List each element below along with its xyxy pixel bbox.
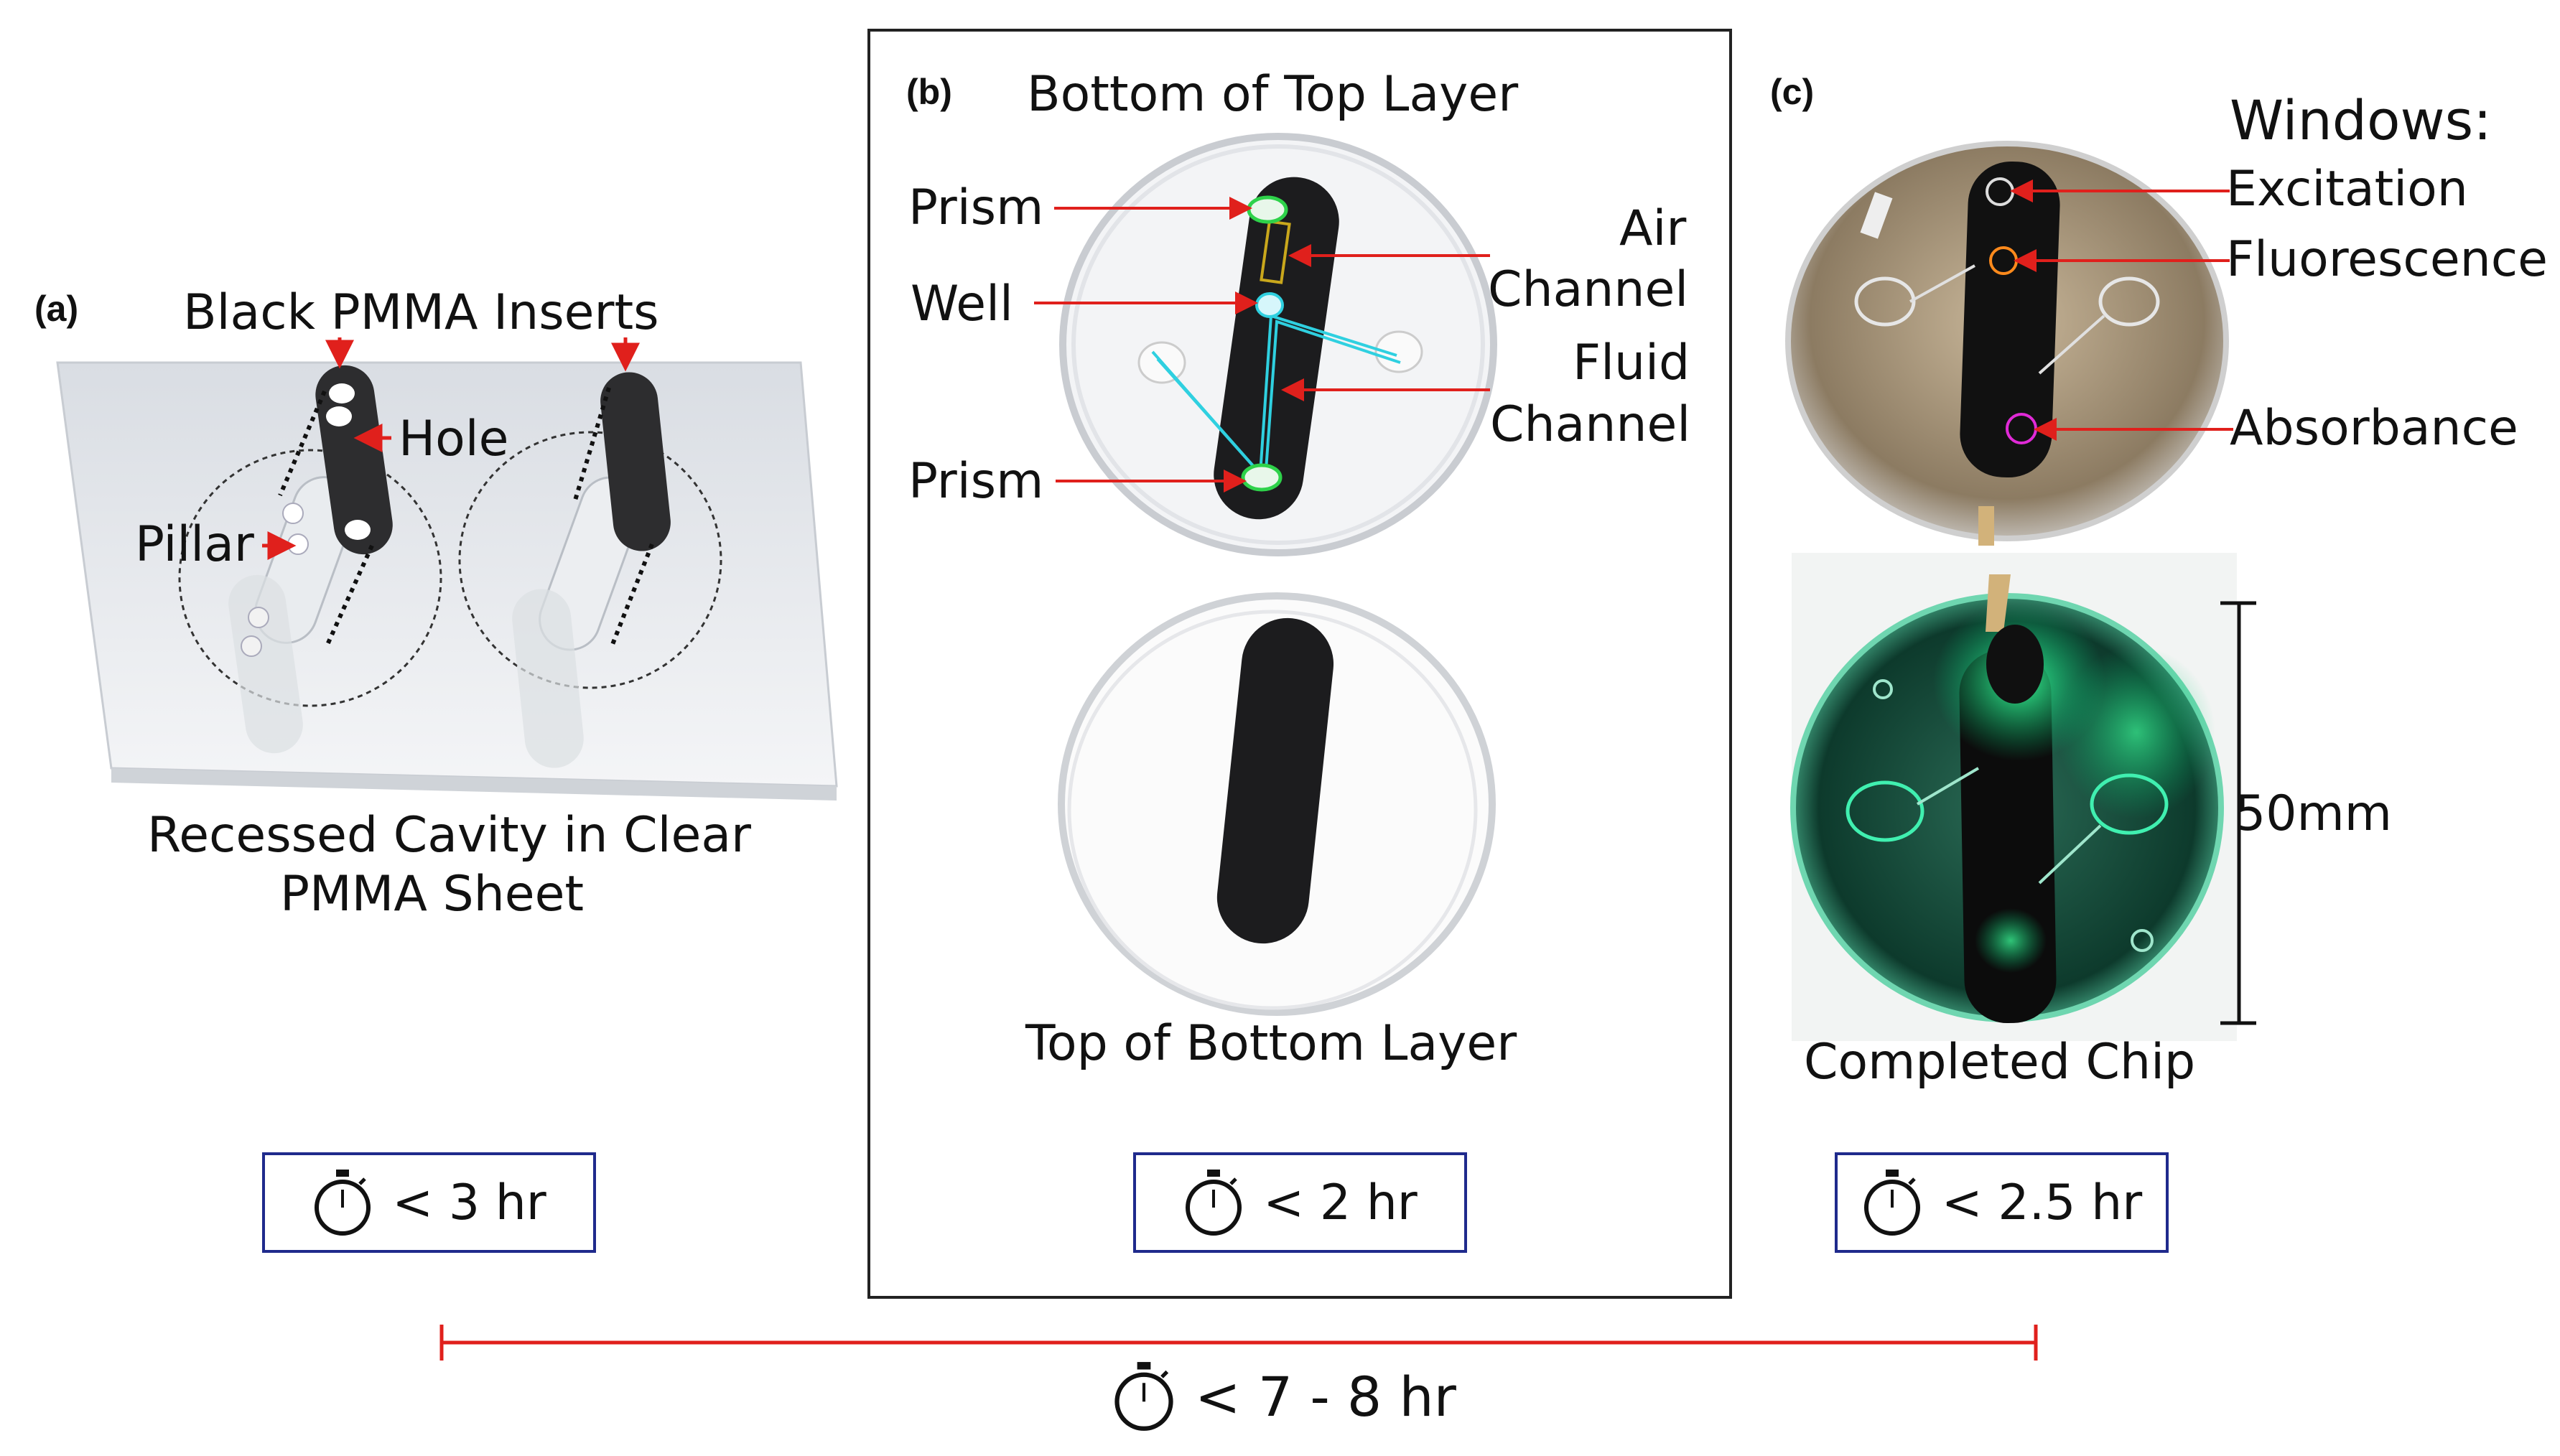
fluid-channel-label-2: Channel xyxy=(1490,396,1691,453)
stopwatch-icon xyxy=(315,1170,371,1236)
absorbance-label: Absorbance xyxy=(2230,400,2518,457)
fluorescence-label: Fluorescence xyxy=(2226,231,2548,288)
completed-chip-caption: Completed Chip xyxy=(1804,1034,2196,1091)
panel-b-frame xyxy=(867,29,1732,1299)
stopwatch-icon xyxy=(1114,1362,1173,1431)
total-time-value: < 7 - 8 hr xyxy=(1195,1364,1456,1429)
prism-bottom xyxy=(1241,463,1283,492)
air-channel-label-2: Channel xyxy=(1488,261,1689,318)
stopwatch-icon xyxy=(1186,1170,1242,1236)
top-layer-disc xyxy=(1059,133,1497,556)
time-box-a: < 3 hr xyxy=(262,1152,596,1253)
time-a-value: < 3 hr xyxy=(392,1174,546,1231)
air-channel xyxy=(1260,220,1291,284)
time-b-value: < 2 hr xyxy=(1263,1174,1418,1231)
panel-c-tag: (c) xyxy=(1770,72,1815,112)
air-channel-label-1: Air xyxy=(1619,200,1687,257)
prism-top xyxy=(1247,195,1288,224)
time-box-c: < 2.5 hr xyxy=(1835,1152,2169,1253)
hole-label: Hole xyxy=(399,411,509,467)
total-timeline xyxy=(439,1325,2038,1361)
bottom-layer-disc xyxy=(1058,592,1496,1016)
black-insert-right xyxy=(572,372,671,648)
scale-bar xyxy=(2220,601,2256,1025)
chip-photo-bottom xyxy=(1790,553,2237,1041)
panel-b-tag: (b) xyxy=(906,72,952,112)
black-pmma-inserts-label: Black PMMA Inserts xyxy=(183,284,659,341)
windows-heading: Windows: xyxy=(2230,88,2492,152)
time-c-value: < 2.5 hr xyxy=(1941,1174,2143,1231)
recess-cavity-left xyxy=(178,449,442,754)
total-time: < 7 - 8 hr xyxy=(1112,1361,1456,1432)
top-layer-title: Bottom of Top Layer xyxy=(1027,66,1519,123)
stopwatch-icon xyxy=(1863,1170,1920,1236)
excitation-label: Excitation xyxy=(2226,161,2468,218)
well-label: Well xyxy=(911,276,1013,332)
black-insert-left xyxy=(278,365,393,648)
chip-photo-top xyxy=(1785,141,2229,546)
bottom-layer-title: Top of Bottom Layer xyxy=(1025,1015,1517,1072)
prism-bottom-label: Prism xyxy=(908,453,1044,510)
prism-top-label: Prism xyxy=(908,179,1044,236)
fluid-channel xyxy=(1151,314,1401,483)
time-box-b: < 2 hr xyxy=(1133,1152,1467,1253)
fluid-channel-label-1: Fluid xyxy=(1573,335,1690,391)
scale-label: 50mm xyxy=(2235,785,2393,842)
well xyxy=(1255,292,1284,318)
panel-a-caption-line2: PMMA Sheet xyxy=(280,866,585,923)
panel-a-caption-line1: Recessed Cavity in Clear xyxy=(147,807,751,864)
pillar-label: Pillar xyxy=(135,516,254,573)
panel-a-tag: (a) xyxy=(34,289,79,329)
